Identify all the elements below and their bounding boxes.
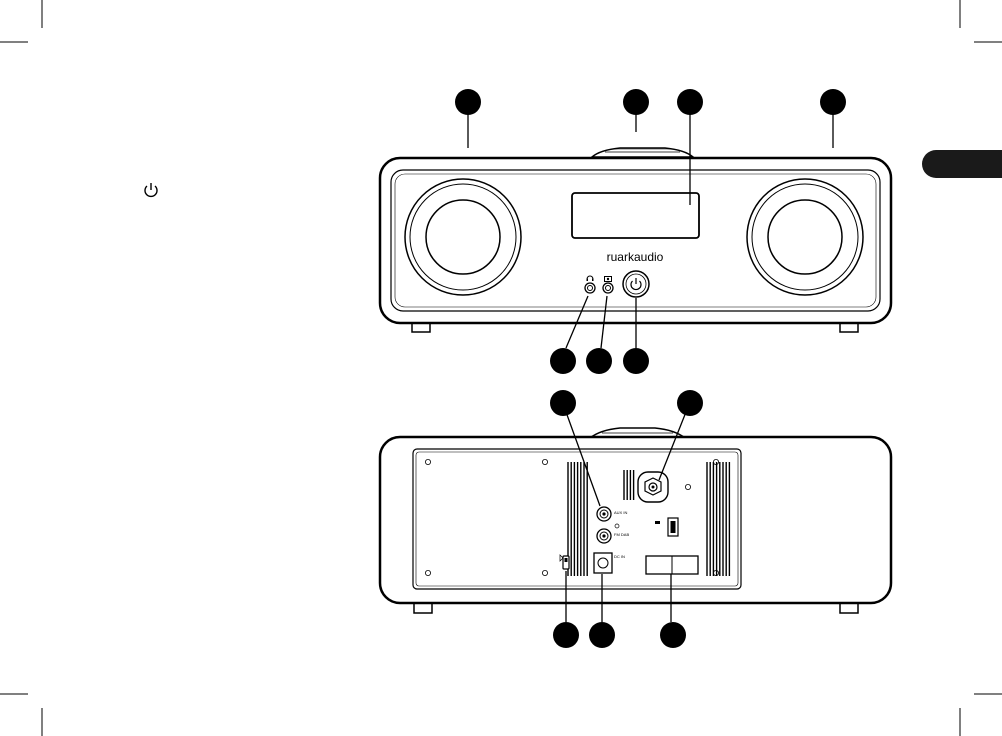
usb-port[interactable] [668,518,678,536]
callout-marker [455,89,481,115]
dc-input-socket[interactable] [594,553,612,573]
callout-marker [550,348,576,374]
fm-dab-label: FM DAB [614,532,629,537]
callout-marker [660,622,686,648]
left-speaker [405,179,521,295]
callout-marker [589,622,615,648]
back-view: AUX IN FM DAB DC IN [380,428,891,613]
callout-marker [677,89,703,115]
dc-in-label: DC IN [614,554,625,559]
language-tab [922,150,980,178]
right-speaker [747,179,863,295]
aux-in-label: AUX IN [614,510,627,515]
callout-marker [677,390,703,416]
aux-in-rear-jack[interactable] [597,507,611,521]
antenna-connector[interactable] [638,472,668,502]
brand-logo: ruarkaudio [607,250,664,264]
callout-marker [623,348,649,374]
power-button[interactable] [623,271,649,297]
front-top-knob [592,148,693,157]
headphone-jack[interactable] [585,283,595,293]
callout-marker [586,348,612,374]
callout-marker [553,622,579,648]
aux-in-jack[interactable] [603,283,613,293]
callout-marker [623,89,649,115]
connector-block[interactable] [646,556,698,574]
fm-dab-jack[interactable] [597,529,611,543]
bluetooth-switch[interactable] [563,556,569,569]
callout-marker [820,89,846,115]
usb-icon [655,521,660,524]
callout-marker [550,390,576,416]
display-screen [572,193,699,238]
power-icon [142,181,160,199]
